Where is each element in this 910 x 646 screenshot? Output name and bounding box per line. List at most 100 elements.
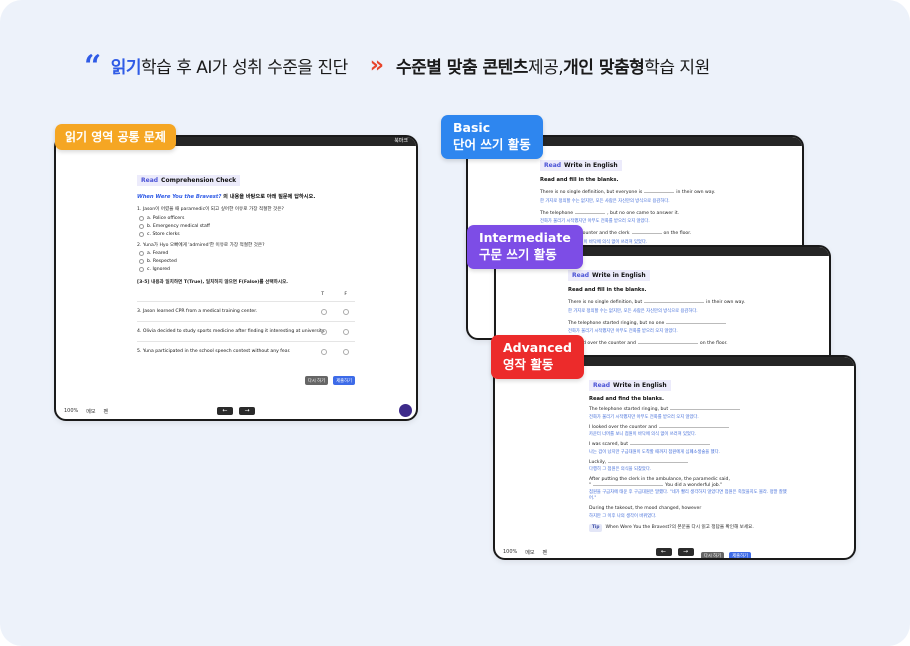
device-bottom-bar: 100% 메모 펜 ← → xyxy=(56,403,416,419)
sentence-4: Luckily, xyxy=(589,460,789,466)
false-radio[interactable] xyxy=(343,348,349,355)
sentence-text: " xyxy=(589,482,592,488)
tip-row: Tip When Were You the Bravest?의 본문을 다시 읽… xyxy=(589,523,789,532)
memo-button[interactable]: 메모 xyxy=(525,549,535,556)
blank-input[interactable] xyxy=(670,409,741,410)
translation: 전화가 울리기 시작했지만 아무도 전화를 받으러 오지 않았다. xyxy=(540,219,650,224)
blank-input[interactable] xyxy=(575,212,606,214)
section-title: Write in English xyxy=(613,382,667,389)
sentence-text: There is no single definition, but every… xyxy=(540,190,643,195)
zoom-control[interactable]: 100% xyxy=(503,549,518,555)
story-title: When Were You the Bravest? xyxy=(137,194,222,200)
headline-bold-1: 수준별 맞춤 콘텐츠 xyxy=(395,57,528,78)
badge-intermediate: Intermediate 구문 쓰기 활동 xyxy=(467,225,583,269)
sentence-text: on the floor. xyxy=(663,231,692,236)
false-radio[interactable] xyxy=(343,308,349,315)
pen-button[interactable]: 펜 xyxy=(103,408,109,415)
translation: 한 가지로 정의할 수는 없지만, 모든 사람은 자신만의 방식으로 용감하다. xyxy=(540,198,670,204)
headline-text-3: 학습 지원 xyxy=(644,57,710,78)
quote-icon: “ xyxy=(84,52,101,78)
question-3-5-header: [3-5] 내용과 일치하면 T(True), 일치하지 않으면 F(False… xyxy=(137,280,289,285)
section-header: Read Write in English xyxy=(540,160,622,171)
bookmark-button[interactable]: 북마크 xyxy=(394,138,408,144)
device-top-bar: 북마크 xyxy=(56,137,416,146)
sentence-1: The telephone started ringing, but xyxy=(589,407,789,413)
headline-bold-2: 개인 맞춤형 xyxy=(563,57,645,78)
arrow-left-icon[interactable]: ← xyxy=(655,548,672,556)
q1-option-a[interactable]: a. Police officers xyxy=(139,215,355,221)
sentence-6: During the takeout, the mood changed, ho… xyxy=(589,506,702,511)
submit-button[interactable]: 제출하기 xyxy=(333,376,355,385)
badge-level: Intermediate xyxy=(479,230,571,245)
q1-option-c[interactable]: c. Store clerks xyxy=(139,231,355,237)
blank-input[interactable] xyxy=(637,343,698,344)
sentence-text: The telephone xyxy=(540,210,574,216)
section-title: Comprehension Check xyxy=(161,177,237,184)
device-common-problem: 북마크 Read Comprehension Check When Were Y… xyxy=(54,135,418,421)
true-radio[interactable] xyxy=(321,328,327,335)
sentence-2: I looked over the counter and xyxy=(589,425,789,431)
tip-tag: Tip xyxy=(589,523,603,532)
q2-option-b[interactable]: b. Respected xyxy=(139,259,355,264)
worksheet: Read Comprehension Check When Were You t… xyxy=(137,167,355,386)
headline: “ 읽기 학습 후 AI가 성취 수준을 진단 » 수준별 맞춤 콘텐츠 제공,… xyxy=(84,52,710,78)
blank-input[interactable] xyxy=(644,302,705,303)
radio-icon xyxy=(139,215,144,221)
sentence-text: The telephone started ringing, but no on… xyxy=(568,320,665,326)
radio-icon xyxy=(139,267,144,272)
instruction: Read and find the blanks. xyxy=(589,396,664,402)
blank-input[interactable] xyxy=(666,322,727,324)
radio-icon xyxy=(139,251,144,256)
badge-activity: 영작 활동 xyxy=(503,356,554,372)
sentence-text: The telephone started ringing, but xyxy=(589,407,669,412)
headline-highlight: 읽기 xyxy=(110,57,142,78)
translation: 전화가 울리기 시작했지만 아무도 전화를 받으러 오지 않았다. xyxy=(568,329,678,334)
arrow-right-icon[interactable]: → xyxy=(677,548,694,556)
true-radio[interactable] xyxy=(321,308,327,315)
radio-icon xyxy=(139,259,144,264)
q2-option-a[interactable]: a. Feared xyxy=(139,251,355,256)
arrow-left-icon[interactable]: ← xyxy=(217,407,233,415)
badge-advanced: Advanced 영작 활동 xyxy=(491,335,584,379)
question-2: 2. Yuna가 Hyo 오빠에게 'admired'한 이유로 가장 적절한 … xyxy=(137,242,265,248)
memo-button[interactable]: 메모 xyxy=(86,408,96,415)
sentence-text: I was scared, but xyxy=(589,442,629,447)
blank-input[interactable] xyxy=(658,426,729,428)
translation: 하지만 그 이후 나의 생각이 바뀌었다. xyxy=(589,513,657,519)
translation: 다행히 그 점원은 의식을 되찾았다. xyxy=(589,467,652,472)
blank-input[interactable] xyxy=(630,444,711,445)
tf-statement: 3. Jason learned CPR from a medical trai… xyxy=(137,308,258,314)
true-radio[interactable] xyxy=(321,348,327,355)
false-radio[interactable] xyxy=(343,328,349,335)
blank-input[interactable] xyxy=(644,192,675,193)
pen-button[interactable]: 펜 xyxy=(542,549,548,556)
read-tag: Read xyxy=(141,177,159,184)
worksheet: Read Write in English Read and fill in t… xyxy=(568,262,768,347)
instruction: Read and fill in the blanks. xyxy=(568,287,647,293)
q2-option-c[interactable]: c. Ignored xyxy=(139,267,355,272)
sentence-5: After putting the clerk in the ambulance… xyxy=(589,477,730,482)
avatar[interactable] xyxy=(399,404,412,417)
blank-input[interactable] xyxy=(631,233,662,234)
blank-input[interactable] xyxy=(608,461,689,463)
retry-button[interactable]: 다시 하기 xyxy=(304,376,329,385)
badge-level: Advanced xyxy=(503,340,572,355)
translation: 나는 겁이 났지만 구급대원이 도착할 때까지 점원에게 심폐소생술을 했다. xyxy=(589,449,720,455)
sentence-text: in their own way. xyxy=(676,190,716,195)
action-buttons: 다시 하기 제출하기 xyxy=(700,542,751,558)
submit-button[interactable]: 제출하기 xyxy=(729,551,751,558)
q1-option-b[interactable]: b. Emergency medical staff xyxy=(139,223,355,229)
question-instruction: 의 내용을 바탕으로 아래 질문에 답하시오. xyxy=(223,194,316,200)
radio-icon xyxy=(139,223,144,229)
double-chevron-right-icon: » xyxy=(369,52,384,78)
zoom-control[interactable]: 100% xyxy=(64,408,79,414)
translation: 전화가 울리기 시작했지만 아무도 전화를 받으러 오지 않았다. xyxy=(589,414,699,420)
badge-level: Basic xyxy=(453,120,491,135)
badge-common: 읽기 영역 공통 문제 xyxy=(55,124,176,151)
arrow-right-icon[interactable]: → xyxy=(239,407,255,415)
sentence-text: I looked over the counter and xyxy=(568,341,636,346)
blank-input[interactable] xyxy=(593,484,664,486)
sentence-text: I looked over the counter and xyxy=(589,424,657,430)
retry-button[interactable]: 다시 하기 xyxy=(700,551,725,558)
